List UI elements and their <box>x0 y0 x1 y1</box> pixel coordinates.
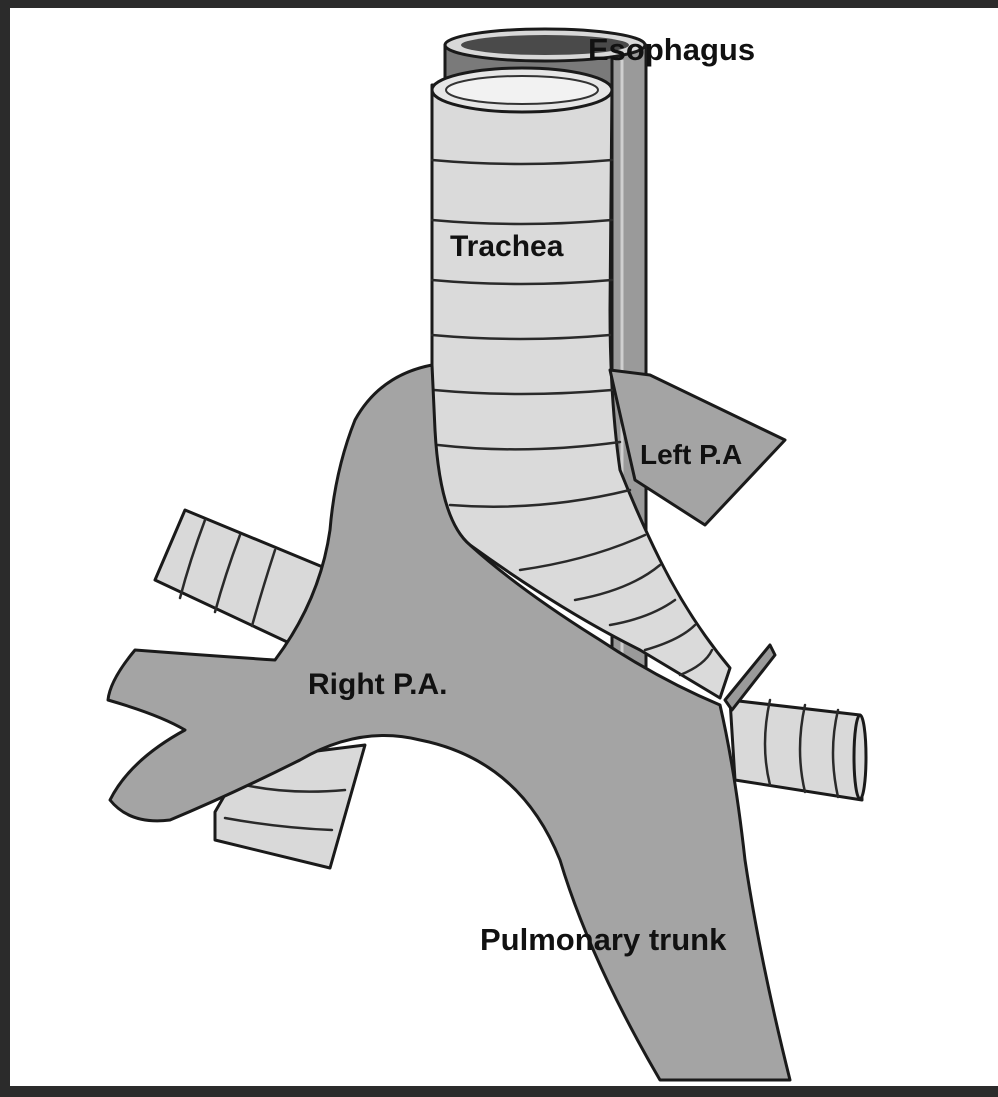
trachea-label: Trachea <box>450 232 563 262</box>
esophagus-label: Esophagus <box>588 34 755 65</box>
right-pa-label: Right P.A. <box>308 670 447 700</box>
pulmonary-trunk-label: Pulmonary trunk <box>480 924 726 955</box>
diagram-canvas: Esophagus Trachea Left P.A Right P.A. Pu… <box>10 8 998 1086</box>
left-pa-label: Left P.A <box>640 441 742 469</box>
left-bronchus <box>725 645 866 800</box>
